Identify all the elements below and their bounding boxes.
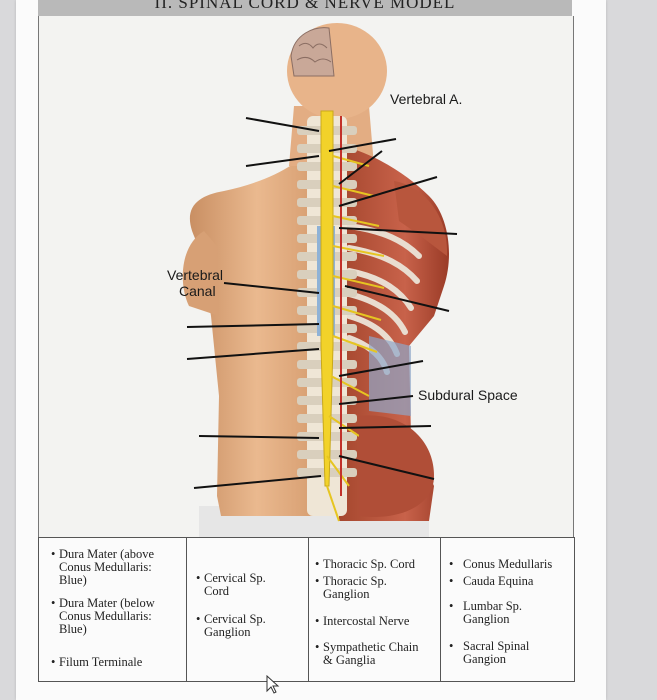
term-lumbar-sp-ganglion: • Lumbar Sp. Ganglion	[449, 599, 523, 626]
mouse-pointer-icon	[266, 675, 280, 694]
word-bank-column-4: • Conus Medullaris • Cauda Equina • Lumb…	[440, 537, 575, 682]
word-bank-row: • Dura Mater (above Conus Medullaris: Bl…	[38, 537, 575, 682]
term-sacral-spinal-ganglion: • Sacral Spinal Gangion	[449, 639, 530, 666]
word-bank-column-1: • Dura Mater (above Conus Medullaris: Bl…	[38, 537, 187, 682]
term-cervical-sp-ganglion: • Cervical Sp. Ganglion	[196, 612, 266, 639]
term-dura-mater-below: • Dura Mater (below Conus Medullaris: Bl…	[51, 596, 155, 636]
left-arm-stump	[182, 231, 219, 316]
term-sympathetic-chain: • Sympathetic Chain & Ganglia	[315, 640, 419, 667]
spinal-cord-model-figure: Vertebral A. Vertebral Canal Subdural Sp…	[38, 16, 574, 538]
label-vertebral-canal-line2: Canal	[179, 283, 216, 299]
brain	[290, 27, 335, 77]
term-dura-mater-above: • Dura Mater (above Conus Medullaris: Bl…	[51, 547, 155, 587]
label-leader-lines	[186, 117, 458, 489]
term-thoracic-sp-cord: • Thoracic Sp. Cord	[315, 557, 415, 571]
spinal-cord	[320, 110, 334, 487]
term-thoracic-sp-ganglion: • Thoracic Sp. Ganglion	[315, 574, 387, 601]
term-conus-medullaris: • Conus Medullaris	[449, 557, 553, 571]
term-cauda-equina: • Cauda Equina	[449, 574, 534, 588]
section-title: II. SPINAL CORD & NERVE MODEL	[154, 0, 456, 12]
gluteal-muscle	[359, 415, 434, 517]
label-subdural-space: Subdural Space	[418, 387, 518, 403]
label-vertebral-canal-line1: Vertebral	[167, 267, 224, 283]
word-bank-column-2: • Cervical Sp. Cord • Cervical Sp. Gangl…	[186, 537, 309, 682]
term-filum-terminale: • Filum Terminale	[51, 655, 143, 669]
word-bank-table: • Dura Mater (above Conus Medullaris: Bl…	[38, 537, 575, 682]
term-cervical-sp-cord: • Cervical Sp. Cord	[196, 571, 266, 598]
torso-model-illustration	[39, 16, 573, 538]
section-header: II. SPINAL CORD & NERVE MODEL	[38, 0, 572, 17]
word-bank-column-3: • Thoracic Sp. Cord • Thoracic Sp. Gangl…	[308, 537, 441, 682]
label-vertebral-artery: Vertebral A.	[390, 91, 463, 107]
term-intercostal-nerve: • Intercostal Nerve	[315, 614, 410, 628]
